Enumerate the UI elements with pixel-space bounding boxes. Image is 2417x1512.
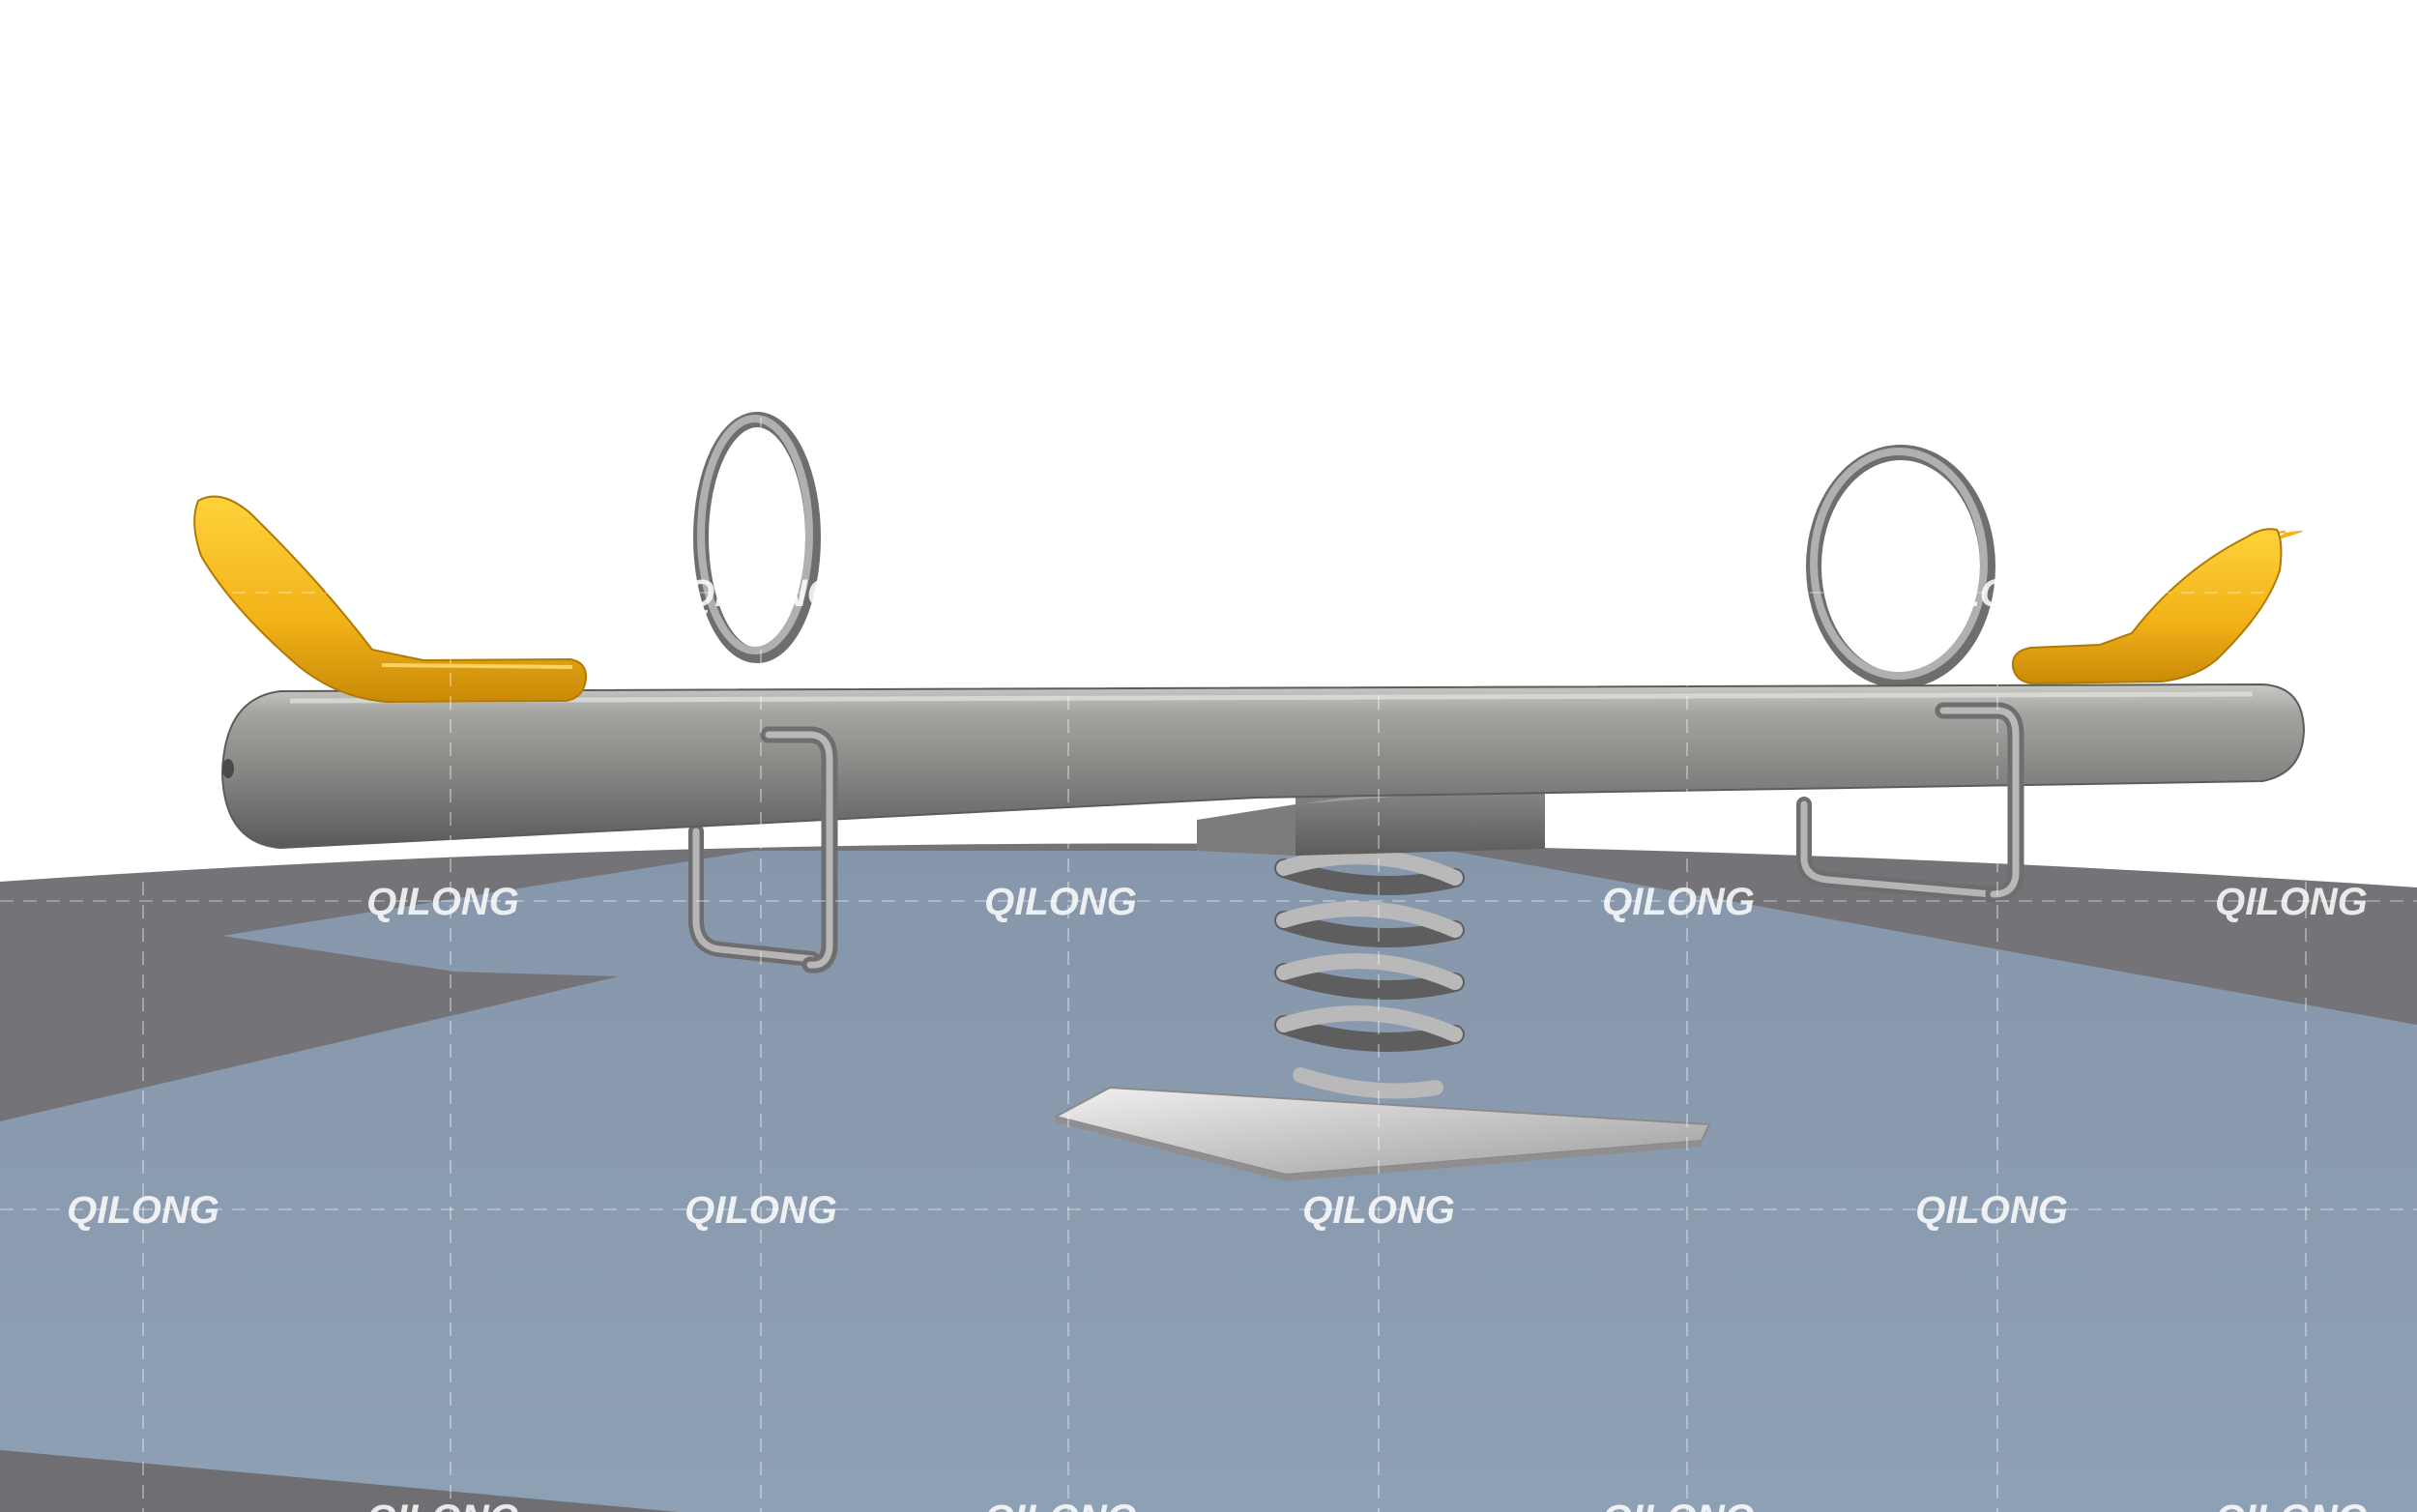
watermark-text: QILONG (1602, 881, 1755, 923)
watermark-text: QILONG (984, 264, 1137, 306)
watermark-text: QILONG (1915, 572, 2068, 615)
left-grip (760, 726, 838, 974)
left-handle (688, 412, 821, 967)
ground-light-area (0, 851, 2417, 1512)
watermark-text: QILONG (1302, 572, 1455, 615)
watermark-text: QILONG (984, 1497, 1137, 1512)
seesaw-beam (220, 683, 2306, 850)
right-seat (2011, 528, 2303, 685)
right-handle (1796, 445, 1999, 902)
watermark-text: QILONG (684, 572, 837, 615)
watermark-text: QILONG (2215, 881, 2368, 923)
watermark-text: QILONG (1602, 264, 1755, 306)
watermark-text: QILONG (1602, 1497, 1755, 1512)
watermark-text: QILONG (1302, 1189, 1455, 1232)
watermark-text: QILONG (366, 264, 519, 306)
left-seat (193, 495, 588, 704)
watermark-text: QILONG (2215, 1497, 2368, 1512)
watermark-text: QILONG (2215, 264, 2368, 306)
watermark-text: QILONG (366, 881, 519, 923)
watermark-text: QILONG (1915, 1189, 2068, 1232)
watermark-text: QILONG (67, 572, 219, 615)
spring (1274, 849, 1465, 1099)
watermark-text: QILONG (984, 881, 1137, 923)
base-plate (1053, 1086, 1711, 1181)
watermark-text: QILONG (684, 1189, 837, 1232)
watermark-text: QILONG (67, 1189, 219, 1232)
right-grip (1935, 702, 2024, 903)
watermark-text: QILONG (366, 1497, 519, 1512)
ground-lower-shadow (0, 1450, 677, 1512)
ground (0, 843, 2417, 1512)
